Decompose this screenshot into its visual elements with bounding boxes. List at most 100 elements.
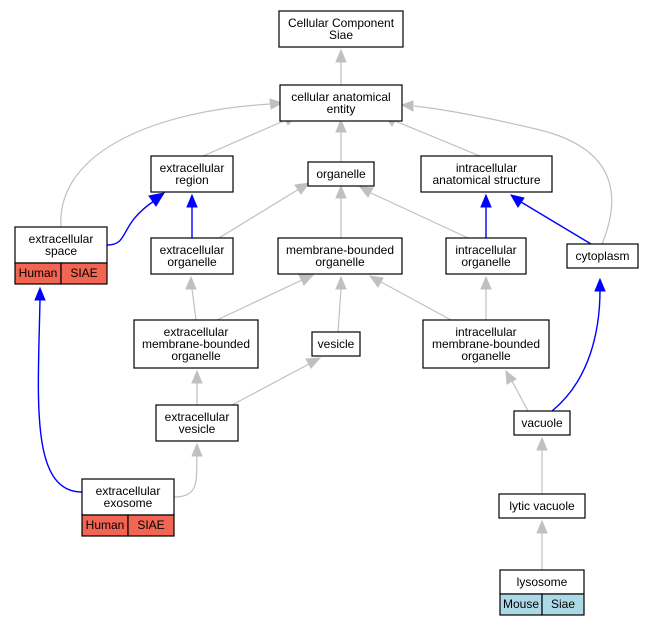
is-a-edge-icmbo-to-ico	[480, 275, 492, 320]
term-box	[81, 478, 175, 516]
term-label-line: exosome	[104, 496, 153, 510]
edge-line	[413, 105, 613, 245]
is-a-edge-ecmbo-to-eco	[185, 275, 197, 321]
term-label-line: Siae	[329, 28, 353, 42]
term-box	[155, 404, 239, 442]
edge-arrowhead	[358, 186, 374, 198]
term-box	[311, 331, 361, 357]
term-label-line: intracellular	[455, 325, 516, 339]
edge-arrowhead	[400, 100, 414, 112]
edge-arrowhead	[368, 275, 384, 288]
term-label-line: entity	[327, 102, 356, 116]
is-a-edge-ves-to-mbo	[335, 275, 347, 333]
part-of-edge-exo-to-ecs	[34, 286, 83, 493]
part-of-edge-ico-to-ias	[480, 193, 492, 238]
edge-line	[173, 455, 198, 498]
gene-label: SIAE	[137, 518, 164, 532]
term-box	[133, 319, 259, 369]
part-of-edge-vac-to-cyt	[551, 277, 606, 412]
term-node-org[interactable]: organelle	[307, 161, 375, 187]
term-node-vac[interactable]: vacuole	[513, 410, 571, 436]
term-label-line: extracellular	[165, 410, 230, 424]
is-a-edge-cae-to-cc	[335, 48, 347, 85]
edge-line	[520, 201, 592, 245]
edge-arrowhead	[185, 275, 197, 290]
is-a-edge-ecmbo-to-mbo	[216, 274, 315, 321]
is-a-edge-exo-to-ecv	[173, 442, 203, 498]
edge-arrowhead	[191, 442, 203, 457]
term-label-line: vesicle	[318, 337, 355, 351]
edge-arrowhead	[186, 193, 198, 208]
term-label-line: region	[175, 173, 208, 187]
term-label-line: membrane-bounded	[286, 243, 394, 257]
term-node-ves[interactable]: vesicle	[311, 331, 361, 357]
term-label-line: Cellular Component	[288, 16, 395, 30]
edge-line	[370, 192, 469, 239]
part-of-edge-eco-to-ecr	[186, 193, 198, 238]
term-box	[420, 155, 553, 193]
is-a-edge-vac-to-icmbo	[505, 369, 529, 412]
gene-label: SIAE	[70, 266, 97, 280]
term-box	[513, 410, 571, 436]
term-box	[14, 226, 108, 264]
term-label-line: extracellular	[160, 161, 225, 175]
is-a-edge-mbo-to-org	[335, 184, 347, 238]
term-node-lv[interactable]: lytic vacuole	[498, 493, 586, 519]
edge-arrowhead	[34, 286, 46, 301]
term-label-line: anatomical structure	[432, 173, 540, 187]
term-label-line: lytic vacuole	[509, 499, 575, 513]
edge-arrowhead	[335, 48, 347, 63]
term-box	[499, 569, 585, 595]
term-box	[150, 237, 234, 275]
part-of-edge-ecs-to-ecr	[106, 192, 166, 246]
edge-arrowhead	[335, 118, 347, 133]
edge-arrowhead	[335, 184, 347, 199]
edge-line	[511, 380, 529, 412]
term-label-line: organelle	[461, 255, 511, 269]
edge-arrowhead	[298, 274, 315, 286]
species-label: Mouse	[503, 597, 539, 611]
edge-line	[106, 200, 155, 246]
edge-arrowhead	[305, 357, 322, 369]
edge-arrowhead	[480, 275, 492, 290]
edge-arrowhead	[294, 182, 311, 195]
edge-arrowhead	[505, 369, 517, 385]
gene-cell	[541, 593, 585, 616]
edge-line	[202, 119, 287, 157]
term-node-cyt[interactable]: cytoplasm	[566, 243, 639, 269]
edge-line	[337, 288, 342, 333]
is-a-edge-eco-to-org	[218, 182, 311, 239]
edge-line	[394, 120, 481, 157]
edge-line	[380, 281, 452, 321]
term-label-line: organelle	[316, 167, 366, 181]
edge-line	[231, 363, 310, 406]
gene-cell	[127, 514, 175, 537]
edge-arrowhead	[148, 192, 166, 207]
is-a-edge-ecv-to-ves	[231, 357, 322, 406]
term-label-line: vacuole	[521, 416, 563, 430]
term-label-line: cytoplasm	[575, 249, 629, 263]
term-label-line: extracellular	[29, 232, 94, 246]
edge-line	[218, 188, 300, 239]
term-label-line: extracellular	[164, 325, 229, 339]
term-label-line: intracellular	[456, 161, 517, 175]
part-of-edge-cyt-to-ias	[509, 194, 592, 245]
term-box	[566, 243, 639, 269]
